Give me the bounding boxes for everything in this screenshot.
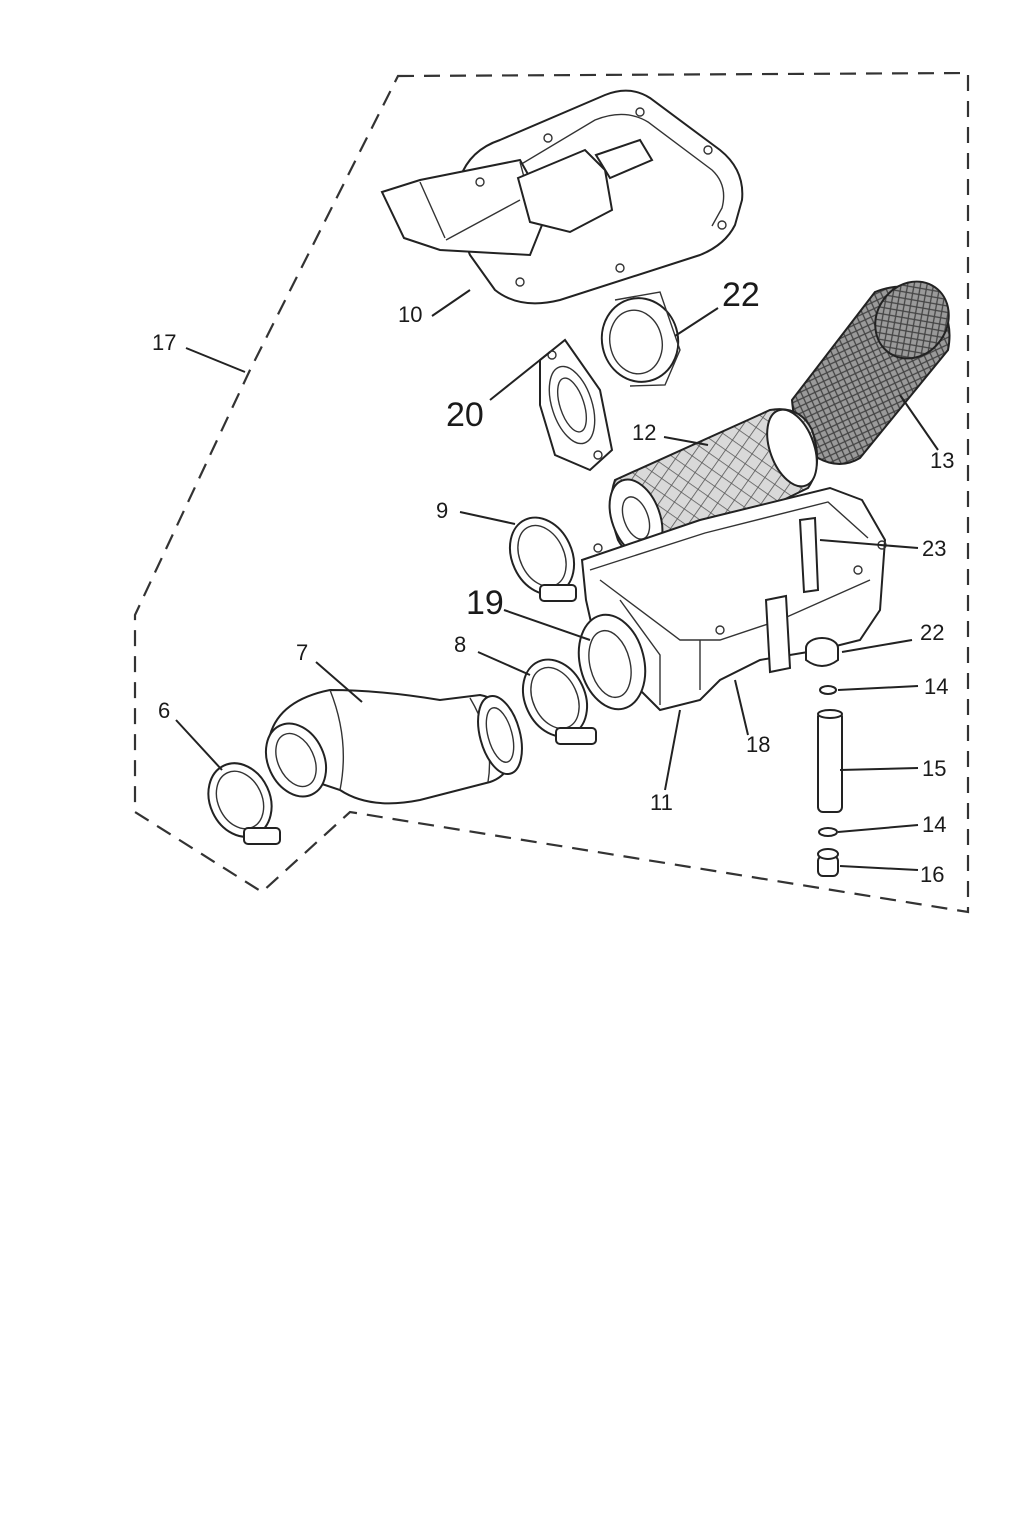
part-9-clamp bbox=[508, 516, 577, 602]
callout-22-text: 22 bbox=[920, 620, 944, 645]
callout-12: 12 bbox=[632, 420, 656, 445]
part-22-cap bbox=[805, 637, 839, 667]
callout-13: 13 bbox=[930, 448, 954, 473]
part-10-airbox-lid bbox=[380, 89, 744, 305]
callout-21: 22 bbox=[722, 276, 760, 314]
callout-labels: 17 10 22 20 12 13 9 23 19 22 23 8 7 14 6… bbox=[152, 276, 954, 887]
callout-11: 11 bbox=[650, 790, 673, 815]
callout-19: 19 bbox=[466, 584, 504, 622]
part-7-intake-hose bbox=[268, 688, 523, 805]
part-14-clip-lower bbox=[818, 827, 838, 837]
leader-lines bbox=[175, 289, 939, 871]
callout-8: 8 bbox=[454, 632, 466, 657]
callout-17: 17 bbox=[152, 330, 176, 355]
part-11-airbox-body bbox=[580, 486, 887, 712]
callout-15: 15 bbox=[922, 756, 946, 781]
callout-14-upper: 14 bbox=[924, 674, 948, 699]
callout-16: 16 bbox=[920, 862, 944, 887]
part-6-clamp bbox=[207, 762, 281, 845]
callout-10: 10 bbox=[398, 302, 422, 327]
part-14-clip-upper bbox=[819, 685, 837, 695]
callout-23: 23 bbox=[922, 536, 946, 561]
callout-20: 20 bbox=[446, 396, 484, 434]
callout-6: 6 bbox=[158, 698, 170, 723]
callout-14-lower: 14 bbox=[922, 812, 946, 837]
part-13-foam-filter bbox=[790, 280, 951, 465]
assembly-boundary-dashed bbox=[133, 71, 970, 914]
part-16-plug bbox=[817, 848, 839, 877]
part-15-drain-tube bbox=[817, 709, 843, 813]
callout-7: 7 bbox=[296, 640, 308, 665]
hose-end-ring bbox=[264, 722, 328, 798]
callout-9: 9 bbox=[436, 498, 448, 523]
part-21-ring bbox=[600, 291, 681, 387]
part-8-clamp bbox=[521, 658, 597, 745]
callout-18: 18 bbox=[746, 732, 770, 757]
part-19-intake-ring bbox=[577, 613, 647, 711]
part-20-flange bbox=[539, 338, 614, 472]
